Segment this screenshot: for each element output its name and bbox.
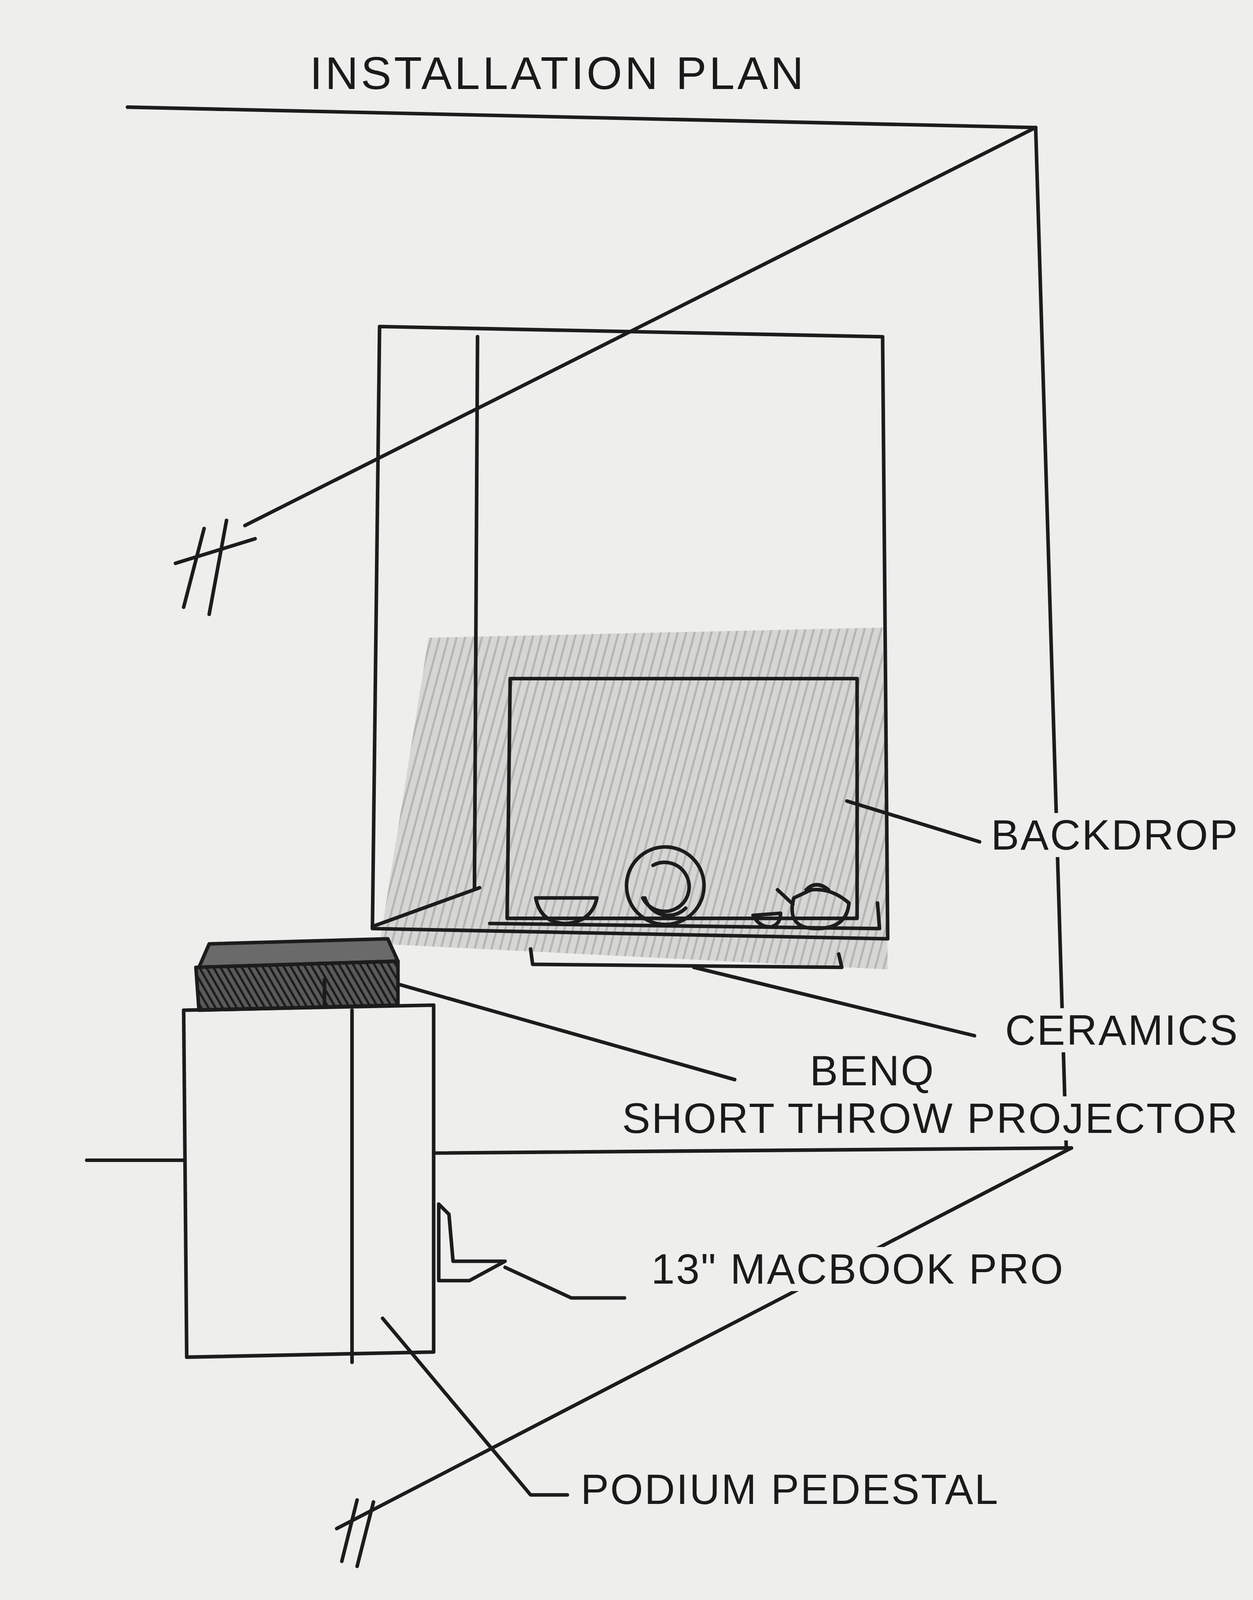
plate-rim — [642, 862, 690, 916]
alcove-floor — [372, 887, 480, 927]
leader-line — [400, 984, 735, 1080]
pedestal — [183, 1004, 434, 1357]
part-label: PODIUM PEDESTAL — [577, 1467, 1003, 1512]
leader-line — [693, 967, 975, 1036]
laptop — [438, 1204, 506, 1281]
diagram-title: INSTALLATION PLAN — [306, 49, 810, 97]
break-mark — [175, 520, 256, 615]
plate — [626, 846, 705, 925]
ceramics-bracket — [530, 949, 842, 968]
part-label: SHORT THROW PROJECTOR — [618, 1096, 1243, 1141]
pedestal-edge — [350, 1010, 354, 1363]
ceiling-line — [127, 107, 1036, 128]
projector-body — [196, 960, 399, 1010]
part-label: 13" MACBOOK PRO — [647, 1246, 1068, 1291]
part-label: BENQ — [806, 1048, 939, 1093]
break-mark — [341, 1499, 374, 1567]
small-cup — [752, 913, 781, 927]
leader-line — [382, 1318, 568, 1495]
backdrop-panel — [507, 678, 857, 919]
floor-perspective-line — [336, 1147, 1072, 1529]
leader-line — [504, 1267, 625, 1298]
floor-line — [86, 1147, 1072, 1161]
corner-line — [1035, 127, 1067, 1148]
part-label: CERAMICS — [1001, 1008, 1243, 1053]
leader-line — [846, 800, 980, 842]
teapot — [777, 884, 849, 929]
alcove-frame — [372, 326, 888, 939]
part-label: BACKDROP — [987, 812, 1243, 857]
perspective-line — [244, 127, 1036, 526]
alcove-inner-wall — [474, 336, 478, 888]
bowl — [535, 897, 597, 924]
shadow-shading — [379, 627, 888, 970]
projector-lens — [322, 979, 327, 1005]
